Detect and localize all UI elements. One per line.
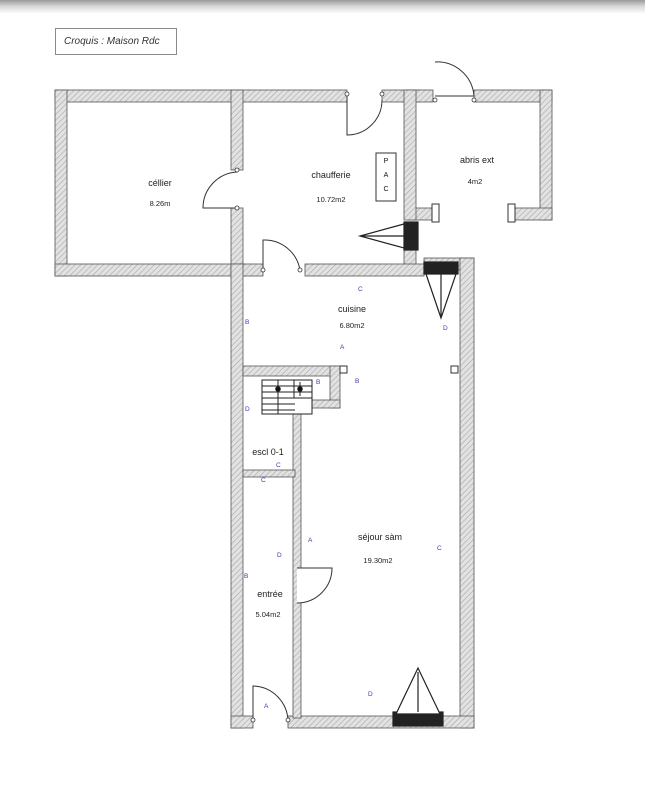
pac-unit: P A C	[375, 152, 397, 202]
door-abris	[434, 61, 475, 97]
marker-letter: D	[277, 552, 282, 559]
room-name-entree: entrée	[257, 589, 283, 599]
walls	[54, 89, 553, 729]
room-name-sejour: séjour sàm	[358, 532, 402, 542]
wall-cellier-chaufferie-top	[230, 89, 244, 171]
room-area-cellier: 8.26m	[150, 199, 171, 208]
door-chaufferie-cuisine	[262, 239, 301, 271]
door-entrance	[252, 685, 289, 723]
wall-cellier-left	[54, 89, 68, 277]
wall-stair-inner	[292, 399, 302, 719]
abris-post-left	[431, 203, 440, 223]
room-name-abris: abris ext	[460, 155, 495, 165]
marker-letter: B	[245, 319, 249, 326]
window-sejour	[392, 666, 444, 727]
door-chaufferie-top	[346, 96, 383, 136]
pac-letter-c: C	[383, 186, 388, 193]
wall-right	[459, 257, 475, 729]
room-name-chaufferie: chaufferie	[311, 170, 350, 180]
windows	[357, 203, 516, 727]
post-1	[339, 365, 348, 374]
marker-letter: B	[316, 379, 320, 386]
door-cellier-chaufferie	[202, 171, 238, 209]
wall-cellier-bottom	[54, 263, 246, 277]
marker-letter: A	[340, 344, 345, 351]
room-labels: céllier 8.26m chaufferie 10.72m2 abris e…	[148, 155, 494, 619]
window-chaufferie	[357, 221, 419, 251]
room-name-cuisine: cuisine	[338, 304, 366, 314]
room-area-entree: 5.04m2	[255, 610, 280, 619]
room-name-escalier: escl 0-1	[252, 447, 284, 457]
marker-letter: B	[355, 378, 359, 385]
post-2	[450, 365, 459, 374]
door-jambs	[234, 91, 477, 723]
top-shadow	[0, 0, 645, 14]
staircase	[261, 379, 313, 415]
room-area-abris: 4m2	[468, 177, 483, 186]
door-entree-sejour	[296, 567, 333, 604]
pac-letter-p: P	[384, 158, 389, 165]
wall-bottom-right	[287, 715, 475, 729]
wall-left-main	[230, 263, 244, 729]
wall-markers: C B D A B B D C C A D C B D A	[244, 286, 448, 710]
wall-abris-right	[539, 89, 553, 221]
room-area-chaufferie: 10.72m2	[316, 195, 345, 204]
wall-top-left	[54, 89, 348, 103]
marker-letter: A	[264, 703, 269, 710]
room-area-sejour: 19.30m2	[363, 556, 392, 565]
wall-stair-top	[242, 365, 341, 377]
room-area-cuisine: 6.80m2	[339, 321, 364, 330]
marker-letter: A	[308, 537, 313, 544]
marker-letter: D	[443, 325, 448, 332]
wall-chaufferie-abris-top	[403, 89, 417, 221]
marker-letter: C	[261, 477, 266, 484]
wall-bottom-left	[230, 715, 254, 729]
marker-letter: D	[245, 406, 250, 413]
abris-post-right	[507, 203, 516, 223]
pac-letter-a: A	[384, 172, 389, 179]
marker-letter: C	[437, 545, 442, 552]
marker-letter: C	[276, 462, 281, 469]
window-cuisine	[423, 261, 459, 320]
wall-chaufferie-cuisine-right	[304, 263, 425, 277]
marker-letter: D	[368, 691, 373, 698]
plan-title: Croquis : Maison Rdc	[55, 28, 177, 55]
wall-abris-bottom-right	[514, 207, 553, 221]
room-name-cellier: céllier	[148, 178, 172, 188]
marker-letter: B	[244, 573, 248, 580]
wall-escl-bottom	[242, 469, 296, 478]
marker-letter: C	[358, 286, 363, 293]
doors	[202, 61, 475, 723]
